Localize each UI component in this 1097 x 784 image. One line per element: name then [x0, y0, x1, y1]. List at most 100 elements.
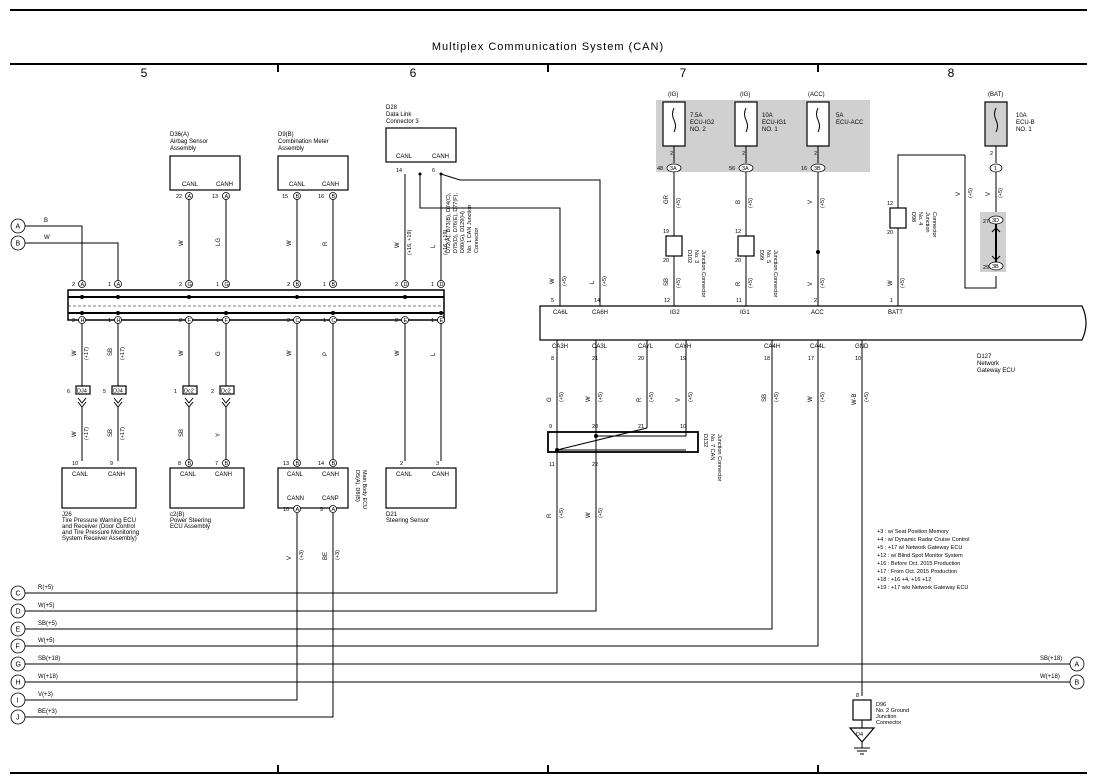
svg-text:16: 16 — [801, 166, 807, 172]
svg-text:Connector: Connector — [474, 227, 480, 253]
svg-text:E: E — [404, 318, 408, 324]
svg-text:W: W — [888, 280, 894, 286]
svg-text:D: D — [404, 282, 408, 288]
svg-text:ECU-IG2: ECU-IG2 — [690, 120, 715, 126]
svg-text:ECU-B: ECU-B — [1016, 120, 1035, 126]
svg-text:CAYL: CAYL — [638, 344, 654, 350]
svg-text:1: 1 — [216, 318, 219, 324]
svg-text:G: G — [225, 282, 229, 288]
svg-text:(+5): (+5) — [562, 276, 568, 286]
svg-text:1: 1 — [431, 318, 434, 324]
svg-text:D96: D96 — [876, 702, 886, 708]
svg-text:+17 : From Oct. 2015 Productio: +17 : From Oct. 2015 Production — [877, 569, 957, 575]
svg-text:A: A — [1075, 662, 1080, 669]
svg-text:13: 13 — [283, 461, 289, 467]
svg-text:V: V — [808, 200, 814, 204]
svg-text:CAYH: CAYH — [675, 344, 691, 350]
svg-text:1: 1 — [323, 282, 326, 288]
svg-text:IG1: IG1 — [740, 310, 750, 316]
svg-text:SB: SB — [108, 429, 114, 437]
svg-text:Steering Sensor: Steering Sensor — [386, 518, 429, 524]
svg-text:No. 4: No. 4 — [917, 212, 923, 225]
svg-text:5: 5 — [103, 389, 106, 395]
main-body-down-wires: V (+3) BE (+3) — [20, 513, 341, 718]
network-gateway-ecu: CA6L CA6H IG2 IG1 ACC BATT CA3H CA3L CAY… — [539, 298, 1087, 374]
airbag-sensor-assembly: D36(A) Airbag Sensor Assembly CANL CANH … — [169, 132, 241, 200]
svg-text:(+5): (+5) — [900, 278, 906, 288]
svg-text:CA6H: CA6H — [592, 310, 608, 316]
svg-text:DJ4: DJ4 — [113, 389, 123, 395]
svg-text:D36(A): D36(A) — [170, 132, 189, 138]
svg-text:ACC: ACC — [811, 310, 824, 316]
svg-text:A: A — [332, 507, 336, 513]
svg-text:BATT: BATT — [888, 310, 903, 316]
svg-text:(+5): (+5) — [748, 198, 754, 208]
svg-text:BE: BE — [323, 552, 329, 560]
svg-text:W(+5): W(+5) — [38, 603, 55, 609]
svg-text:Main Body ECU: Main Body ECU — [361, 470, 367, 509]
svg-text:(+17): (+17) — [120, 347, 126, 360]
svg-text:CANL: CANL — [182, 182, 199, 188]
svg-text:W: W — [44, 235, 50, 241]
svg-text:CANL: CANL — [72, 472, 89, 478]
svg-text:(+5): (+5) — [968, 188, 974, 198]
svg-text:(IG): (IG) — [668, 92, 678, 98]
fuse-panel — [656, 100, 870, 172]
svg-text:18: 18 — [764, 356, 770, 362]
svg-text:9: 9 — [549, 424, 552, 430]
svg-text:A: A — [225, 194, 229, 200]
svg-text:D99: D99 — [758, 250, 764, 260]
left-input-b: B W — [10, 235, 119, 284]
svg-text:W(+18): W(+18) — [1040, 674, 1060, 680]
svg-text:B: B — [296, 282, 300, 288]
svg-text:F: F — [188, 318, 192, 324]
svg-text:L: L — [431, 244, 437, 248]
svg-text:D21: D21 — [386, 512, 398, 518]
svg-text:W-B: W-B — [852, 393, 858, 405]
svg-text:CANH: CANH — [216, 182, 233, 188]
svg-text:+4 : w/ Dynamic Radar Cruise C: +4 : w/ Dynamic Radar Cruise Control — [877, 537, 969, 543]
svg-text:No. 2 Ground: No. 2 Ground — [876, 708, 909, 714]
svg-text:C: C — [296, 318, 300, 324]
svg-text:SB: SB — [179, 429, 185, 437]
svg-text:A: A — [296, 507, 300, 513]
svg-text:(+17): (+17) — [84, 347, 90, 360]
svg-text:(+17): (+17) — [120, 427, 126, 440]
svg-text:9: 9 — [110, 461, 113, 467]
svg-text:D28: D28 — [386, 105, 398, 111]
fuse-ecu-ig2: (IG) 7.5A ECU-IG2 NO. 2 2 48 3A — [657, 92, 715, 173]
svg-text:NO. 1: NO. 1 — [1016, 127, 1032, 133]
svg-text:6: 6 — [67, 389, 70, 395]
through-wires — [20, 663, 1070, 683]
svg-text:Data Link: Data Link — [386, 112, 412, 118]
svg-text:8: 8 — [856, 693, 859, 699]
svg-text:D: D — [16, 609, 21, 616]
svg-text:8: 8 — [551, 356, 554, 362]
svg-text:Network: Network — [977, 361, 1000, 367]
svg-text:B: B — [296, 194, 300, 200]
svg-text:14: 14 — [318, 461, 324, 467]
svg-text:1: 1 — [108, 318, 111, 324]
svg-text:2: 2 — [400, 461, 403, 467]
svg-text:(+5): (+5) — [820, 198, 826, 208]
svg-text:B: B — [736, 200, 742, 204]
svg-text:R(+5): R(+5) — [38, 585, 53, 591]
svg-text:Assembly: Assembly — [170, 146, 196, 152]
svg-text:+16 : Before Oct. 2015 Product: +16 : Before Oct. 2015 Production — [877, 561, 960, 567]
svg-text:B: B — [188, 461, 192, 467]
svg-text:Dc2: Dc2 — [221, 389, 231, 395]
svg-text:8: 8 — [178, 461, 181, 467]
svg-text:1: 1 — [108, 282, 111, 288]
left-input-a: A B — [10, 218, 83, 284]
svg-text:W: W — [395, 242, 401, 248]
svg-text:Junction Connector: Junction Connector — [772, 250, 778, 298]
svg-text:and Tire Pressure Monitoring: and Tire Pressure Monitoring — [62, 530, 139, 536]
svg-text:10A: 10A — [1016, 113, 1027, 119]
svg-text:No. 1 CAN Junction: No. 1 CAN Junction — [467, 205, 473, 253]
svg-text:29: 29 — [983, 265, 989, 271]
svg-text:7.5A: 7.5A — [690, 113, 702, 119]
svg-text:c2(B): c2(B) — [170, 512, 184, 518]
